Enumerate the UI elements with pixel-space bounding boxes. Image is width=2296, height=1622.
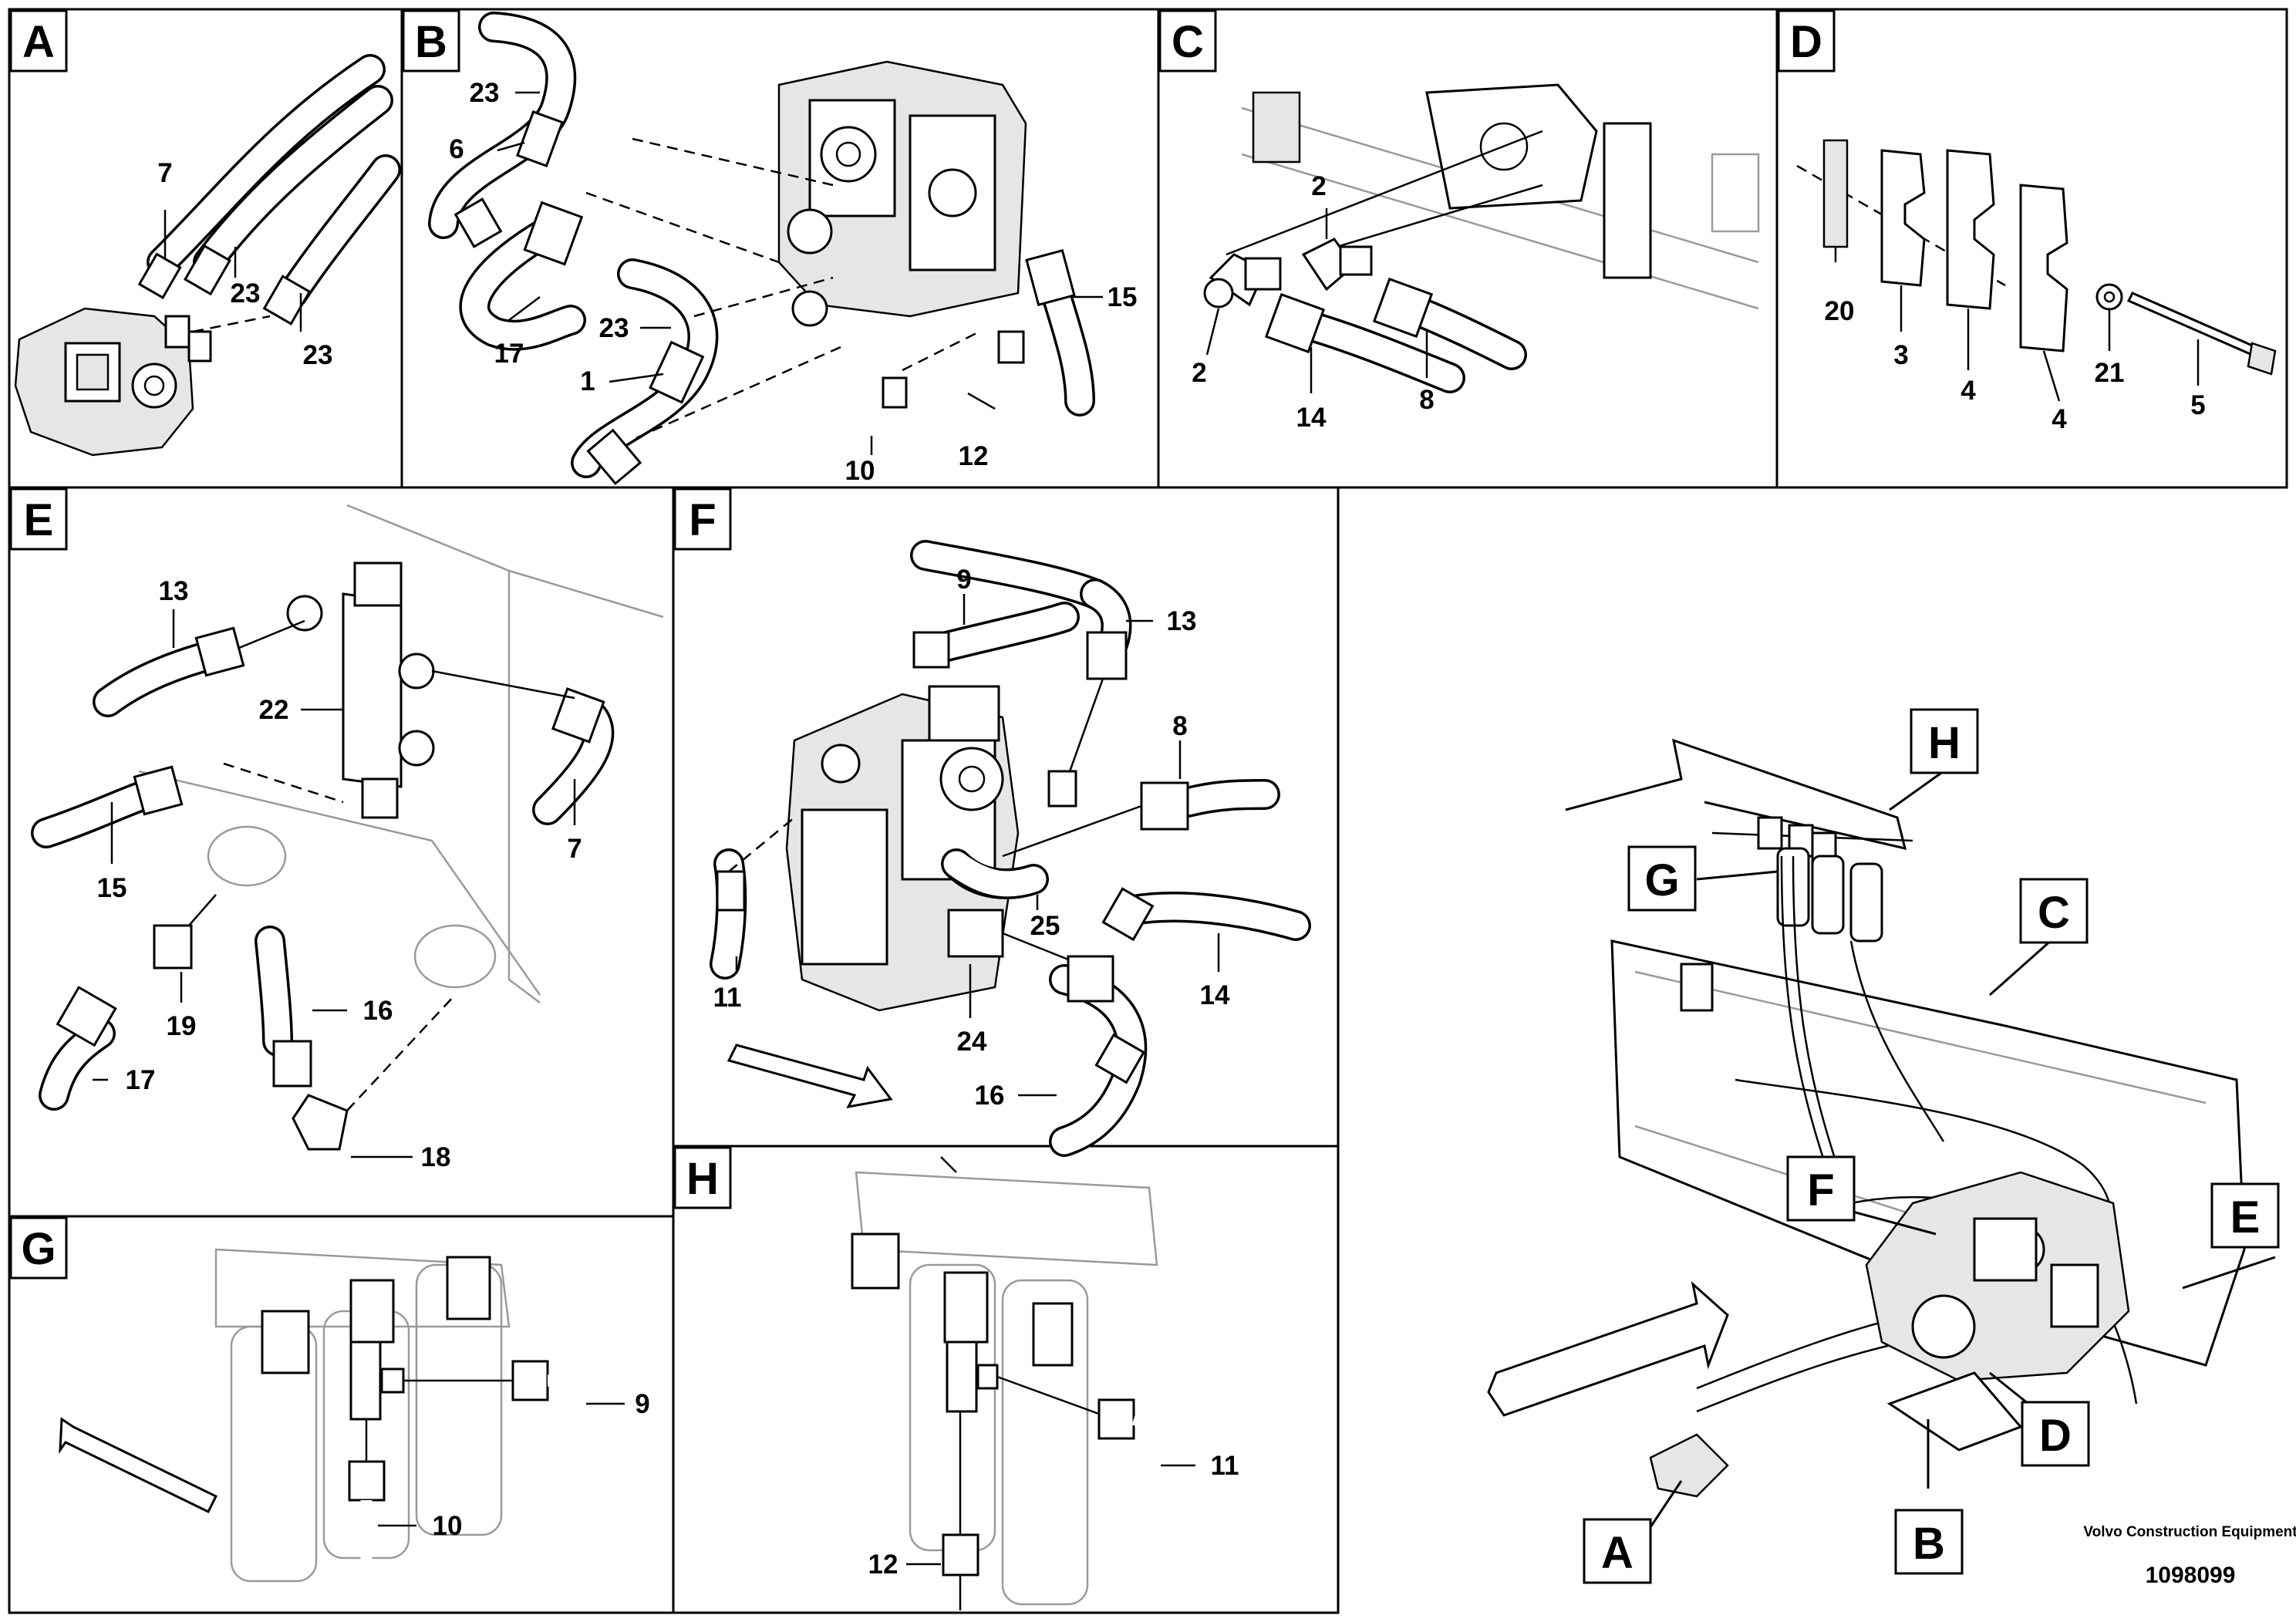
svg-text:E: E: [2230, 1192, 2261, 1243]
overview-tag-e: E: [2210, 1182, 2280, 1249]
panel-c: C 2 2 14 8: [1158, 9, 1760, 433]
svg-text:8: 8: [1419, 385, 1434, 415]
svg-text:12: 12: [959, 441, 989, 471]
svg-text:C: C: [1172, 17, 1204, 67]
panel-d-tag: D: [1777, 9, 1836, 73]
panel-g-tag: G: [9, 1216, 68, 1280]
overview-illustration: H G C F E D B A: [1487, 708, 2280, 1584]
svg-text:10: 10: [845, 456, 875, 486]
svg-text:9: 9: [956, 565, 971, 595]
svg-text:24: 24: [957, 1027, 987, 1057]
panel-a-tag: A: [9, 9, 68, 73]
panel-frames: [8, 8, 2288, 1614]
panel-c-tag: C: [1158, 9, 1217, 73]
overview-tag-h: H: [1910, 708, 1979, 774]
svg-text:18: 18: [421, 1142, 451, 1172]
svg-text:15: 15: [1108, 282, 1138, 312]
overview-tag-d: D: [2021, 1401, 2090, 1467]
panel-h-tag: H: [673, 1146, 732, 1209]
svg-text:C: C: [2038, 888, 2070, 938]
panel-b: B: [402, 9, 1137, 486]
svg-text:A: A: [22, 17, 55, 67]
svg-text:H: H: [1928, 718, 1961, 768]
svg-text:25: 25: [1030, 911, 1060, 941]
svg-text:13: 13: [1167, 606, 1197, 636]
svg-text:17: 17: [494, 339, 524, 369]
svg-text:D: D: [1790, 17, 1822, 67]
svg-text:A: A: [1601, 1528, 1633, 1578]
svg-text:7: 7: [567, 834, 582, 864]
svg-text:23: 23: [303, 340, 333, 370]
svg-text:G: G: [21, 1224, 56, 1274]
svg-text:20: 20: [1825, 296, 1855, 326]
svg-text:4: 4: [1961, 376, 1976, 406]
overview-tag-c: C: [2019, 878, 2089, 944]
panel-h: H 11 12: [673, 1146, 1239, 1610]
svg-text:H: H: [686, 1154, 719, 1204]
panel-d-callouts: 20 3 4 4 21 5: [1825, 296, 2206, 434]
overview-tag-g: G: [1627, 845, 1697, 912]
svg-text:2: 2: [1192, 358, 1206, 388]
panel-c-callouts: 2 2 14 8: [1192, 171, 1434, 433]
svg-text:16: 16: [975, 1081, 1005, 1111]
svg-text:6: 6: [449, 134, 464, 164]
panel-e: E: [9, 487, 664, 1172]
svg-text:9: 9: [635, 1389, 649, 1419]
svg-text:23: 23: [231, 278, 261, 309]
svg-text:B: B: [415, 17, 447, 67]
svg-text:23: 23: [599, 313, 629, 343]
panel-g: G 9 10: [9, 1216, 650, 1608]
panel-g-callouts: 9 10: [433, 1389, 650, 1541]
drawing-number: 1098099: [2145, 1563, 2236, 1588]
svg-text:4: 4: [2052, 404, 2067, 434]
svg-text:F: F: [689, 495, 716, 545]
overview-tag-b: B: [1894, 1509, 1964, 1575]
svg-text:14: 14: [1296, 403, 1327, 433]
svg-text:B: B: [1913, 1519, 1945, 1569]
svg-text:14: 14: [1200, 980, 1230, 1010]
svg-text:1: 1: [580, 366, 595, 396]
svg-text:7: 7: [157, 158, 172, 188]
svg-text:16: 16: [363, 996, 393, 1026]
svg-text:15: 15: [97, 873, 127, 903]
svg-text:5: 5: [2190, 390, 2205, 420]
svg-text:11: 11: [713, 983, 742, 1013]
svg-text:22: 22: [259, 695, 289, 725]
svg-text:D: D: [2039, 1411, 2072, 1461]
panel-a-callouts: 7 23 23: [157, 158, 332, 370]
panel-h-callouts: 11 12: [868, 1451, 1239, 1580]
svg-text:10: 10: [433, 1511, 463, 1541]
svg-text:17: 17: [126, 1065, 156, 1095]
svg-text:12: 12: [868, 1549, 899, 1580]
panel-d: D 20 3 4 4 21 5: [1777, 9, 2277, 434]
svg-text:2: 2: [1311, 171, 1326, 201]
panel-a: A 7 23 23: [9, 9, 401, 457]
panel-f-callouts: 9 13 8 11 25 24 14 16: [713, 565, 1230, 1111]
brand-caption: Volvo Construction Equipment: [2083, 1524, 2296, 1540]
svg-text:F: F: [1807, 1165, 1834, 1216]
panel-f: F: [673, 487, 1311, 1157]
svg-text:11: 11: [1211, 1451, 1239, 1481]
svg-text:19: 19: [167, 1011, 197, 1041]
overview-tag-a: A: [1583, 1518, 1652, 1584]
panel-b-tag: B: [402, 9, 460, 73]
panel-e-tag: E: [9, 487, 68, 551]
panel-b-callouts: 23 6 23 17 1 15 10 12: [449, 78, 1137, 486]
svg-text:23: 23: [470, 78, 500, 108]
svg-text:E: E: [24, 495, 54, 545]
svg-text:21: 21: [2095, 358, 2125, 388]
panel-f-tag: F: [673, 487, 732, 551]
svg-text:3: 3: [1893, 340, 1908, 370]
panel-e-callouts: 13 22 15 7 19 17 16 18: [97, 576, 582, 1172]
svg-text:G: G: [1644, 855, 1679, 905]
svg-text:13: 13: [159, 576, 189, 606]
overview-tag-f: F: [1786, 1155, 1856, 1222]
svg-text:8: 8: [1172, 711, 1187, 741]
